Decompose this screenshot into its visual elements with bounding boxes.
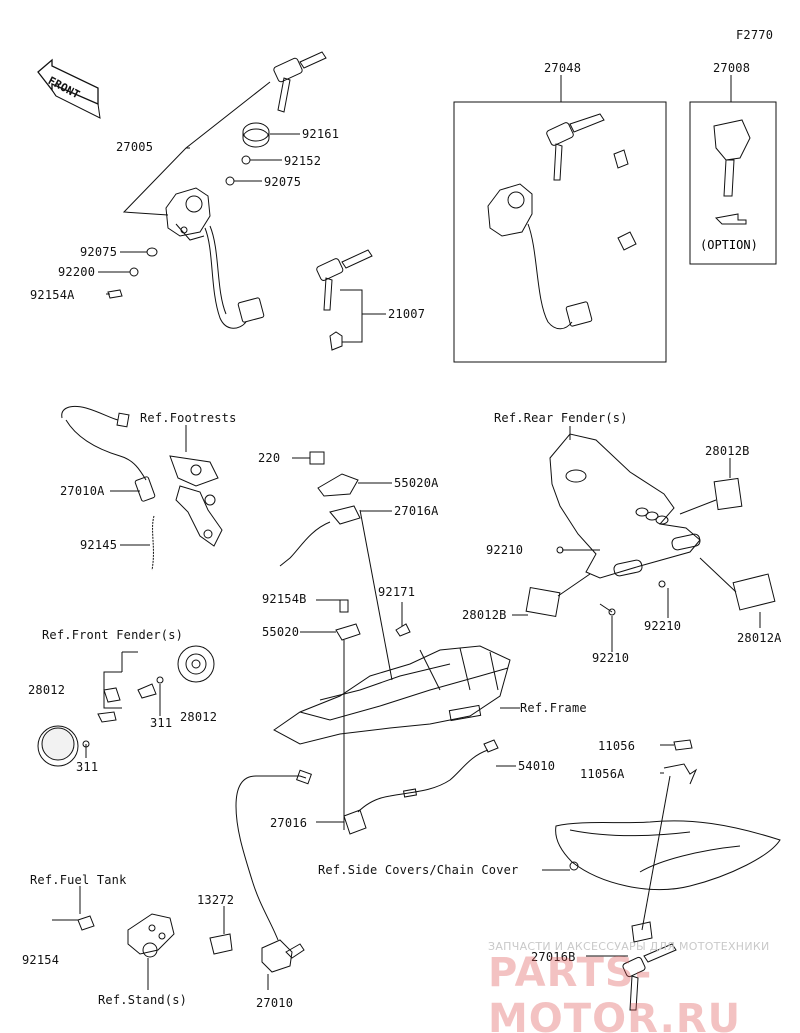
kit-27048-box	[453, 101, 667, 363]
label-ref-stands: Ref.Stand(s)	[98, 993, 188, 1007]
ignition-switch-icon	[165, 187, 265, 329]
stand-bracket-icon	[127, 913, 175, 958]
label-92210-b: 92210	[644, 619, 682, 633]
option-27008-box	[689, 101, 777, 265]
label-27008: 27008	[713, 61, 751, 75]
label-54010: 54010	[518, 759, 556, 773]
label-92154: 92154	[22, 953, 60, 967]
reflector-28012A-icon	[732, 573, 776, 611]
label-92171: 92171	[378, 585, 416, 599]
label-92154B: 92154B	[262, 592, 307, 606]
reflector-28012-right-icon	[177, 645, 215, 683]
label-27016A: 27016A	[394, 504, 439, 518]
label-ref-front-fender: Ref.Front Fender(s)	[42, 628, 184, 642]
label-311-left: 311	[76, 760, 99, 774]
label-27005: 27005	[116, 140, 154, 154]
label-28012B-top: 28012B	[705, 444, 750, 458]
label-27016: 27016	[270, 816, 308, 830]
label-27010: 27010	[256, 996, 294, 1010]
label-ref-frame: Ref.Frame	[520, 701, 587, 715]
label-92075-left: 92075	[80, 245, 118, 259]
rear-fender-assembly-icon	[549, 433, 701, 588]
label-28012B-left: 28012B	[462, 608, 507, 622]
label-ref-footrests: Ref.Footrests	[140, 411, 237, 425]
watermark-logo: PARTS-MOTOR.RU	[488, 950, 742, 1033]
label-92210-c: 92210	[592, 651, 630, 665]
bracket-55020A-icon	[317, 473, 359, 497]
label-92075-top: 92075	[264, 175, 302, 189]
footrest-bracket-icon	[169, 455, 223, 547]
seat-lock-cable-54010-icon	[357, 739, 499, 813]
key-27008-icon	[713, 119, 751, 225]
seat-lock-27016B-icon	[622, 921, 677, 1011]
label-27048: 27048	[544, 61, 582, 75]
seat-switch-cable-27010-icon	[235, 769, 312, 973]
front-arrow-icon	[37, 58, 101, 119]
label-27010A: 27010A	[60, 484, 105, 498]
label-92161: 92161	[302, 127, 340, 141]
label-92152: 92152	[284, 154, 322, 168]
label-13272: 13272	[197, 893, 235, 907]
label-92200: 92200	[58, 265, 96, 279]
label-92154A: 92154A	[30, 288, 75, 302]
diagram-code: F2770	[736, 28, 774, 42]
ignition-key-icon	[273, 51, 327, 113]
label-27016B: 27016B	[531, 950, 576, 964]
cap-92161-icon	[242, 122, 270, 148]
label-92210-a: 92210	[486, 543, 524, 557]
label-220: 220	[258, 451, 281, 465]
label-311-right: 311	[150, 716, 173, 730]
label-55020A: 55020A	[394, 476, 439, 490]
label-11056A: 11056A	[580, 767, 625, 781]
frame-icon	[273, 645, 511, 745]
label-21007: 21007	[388, 307, 426, 321]
kit-27048-contents	[487, 113, 637, 330]
label-ref-fuel-tank: Ref.Fuel Tank	[30, 873, 127, 887]
reflector-28012-left-icon	[37, 725, 79, 767]
label-55020: 55020	[262, 625, 300, 639]
label-28012-left: 28012	[28, 683, 66, 697]
key-set-21007-icon	[316, 249, 373, 351]
label-28012A: 28012A	[737, 631, 782, 645]
option-label: (OPTION)	[700, 238, 758, 252]
reflector-28012B-left-icon	[525, 586, 561, 618]
label-28012-right: 28012	[180, 710, 218, 724]
label-ref-rear-fender: Ref.Rear Fender(s)	[494, 411, 628, 425]
reflector-28012B-top-icon	[713, 477, 743, 511]
label-11056: 11056	[598, 739, 636, 753]
label-ref-side-covers: Ref.Side Covers/Chain Cover	[318, 863, 519, 877]
label-92145: 92145	[80, 538, 118, 552]
watermark-tagline: ЗАПЧАСТИ И АКСЕССУАРЫ ДЛЯ МОТОТЕХНИКИ	[488, 940, 770, 953]
side-cover-icon	[555, 820, 781, 891]
